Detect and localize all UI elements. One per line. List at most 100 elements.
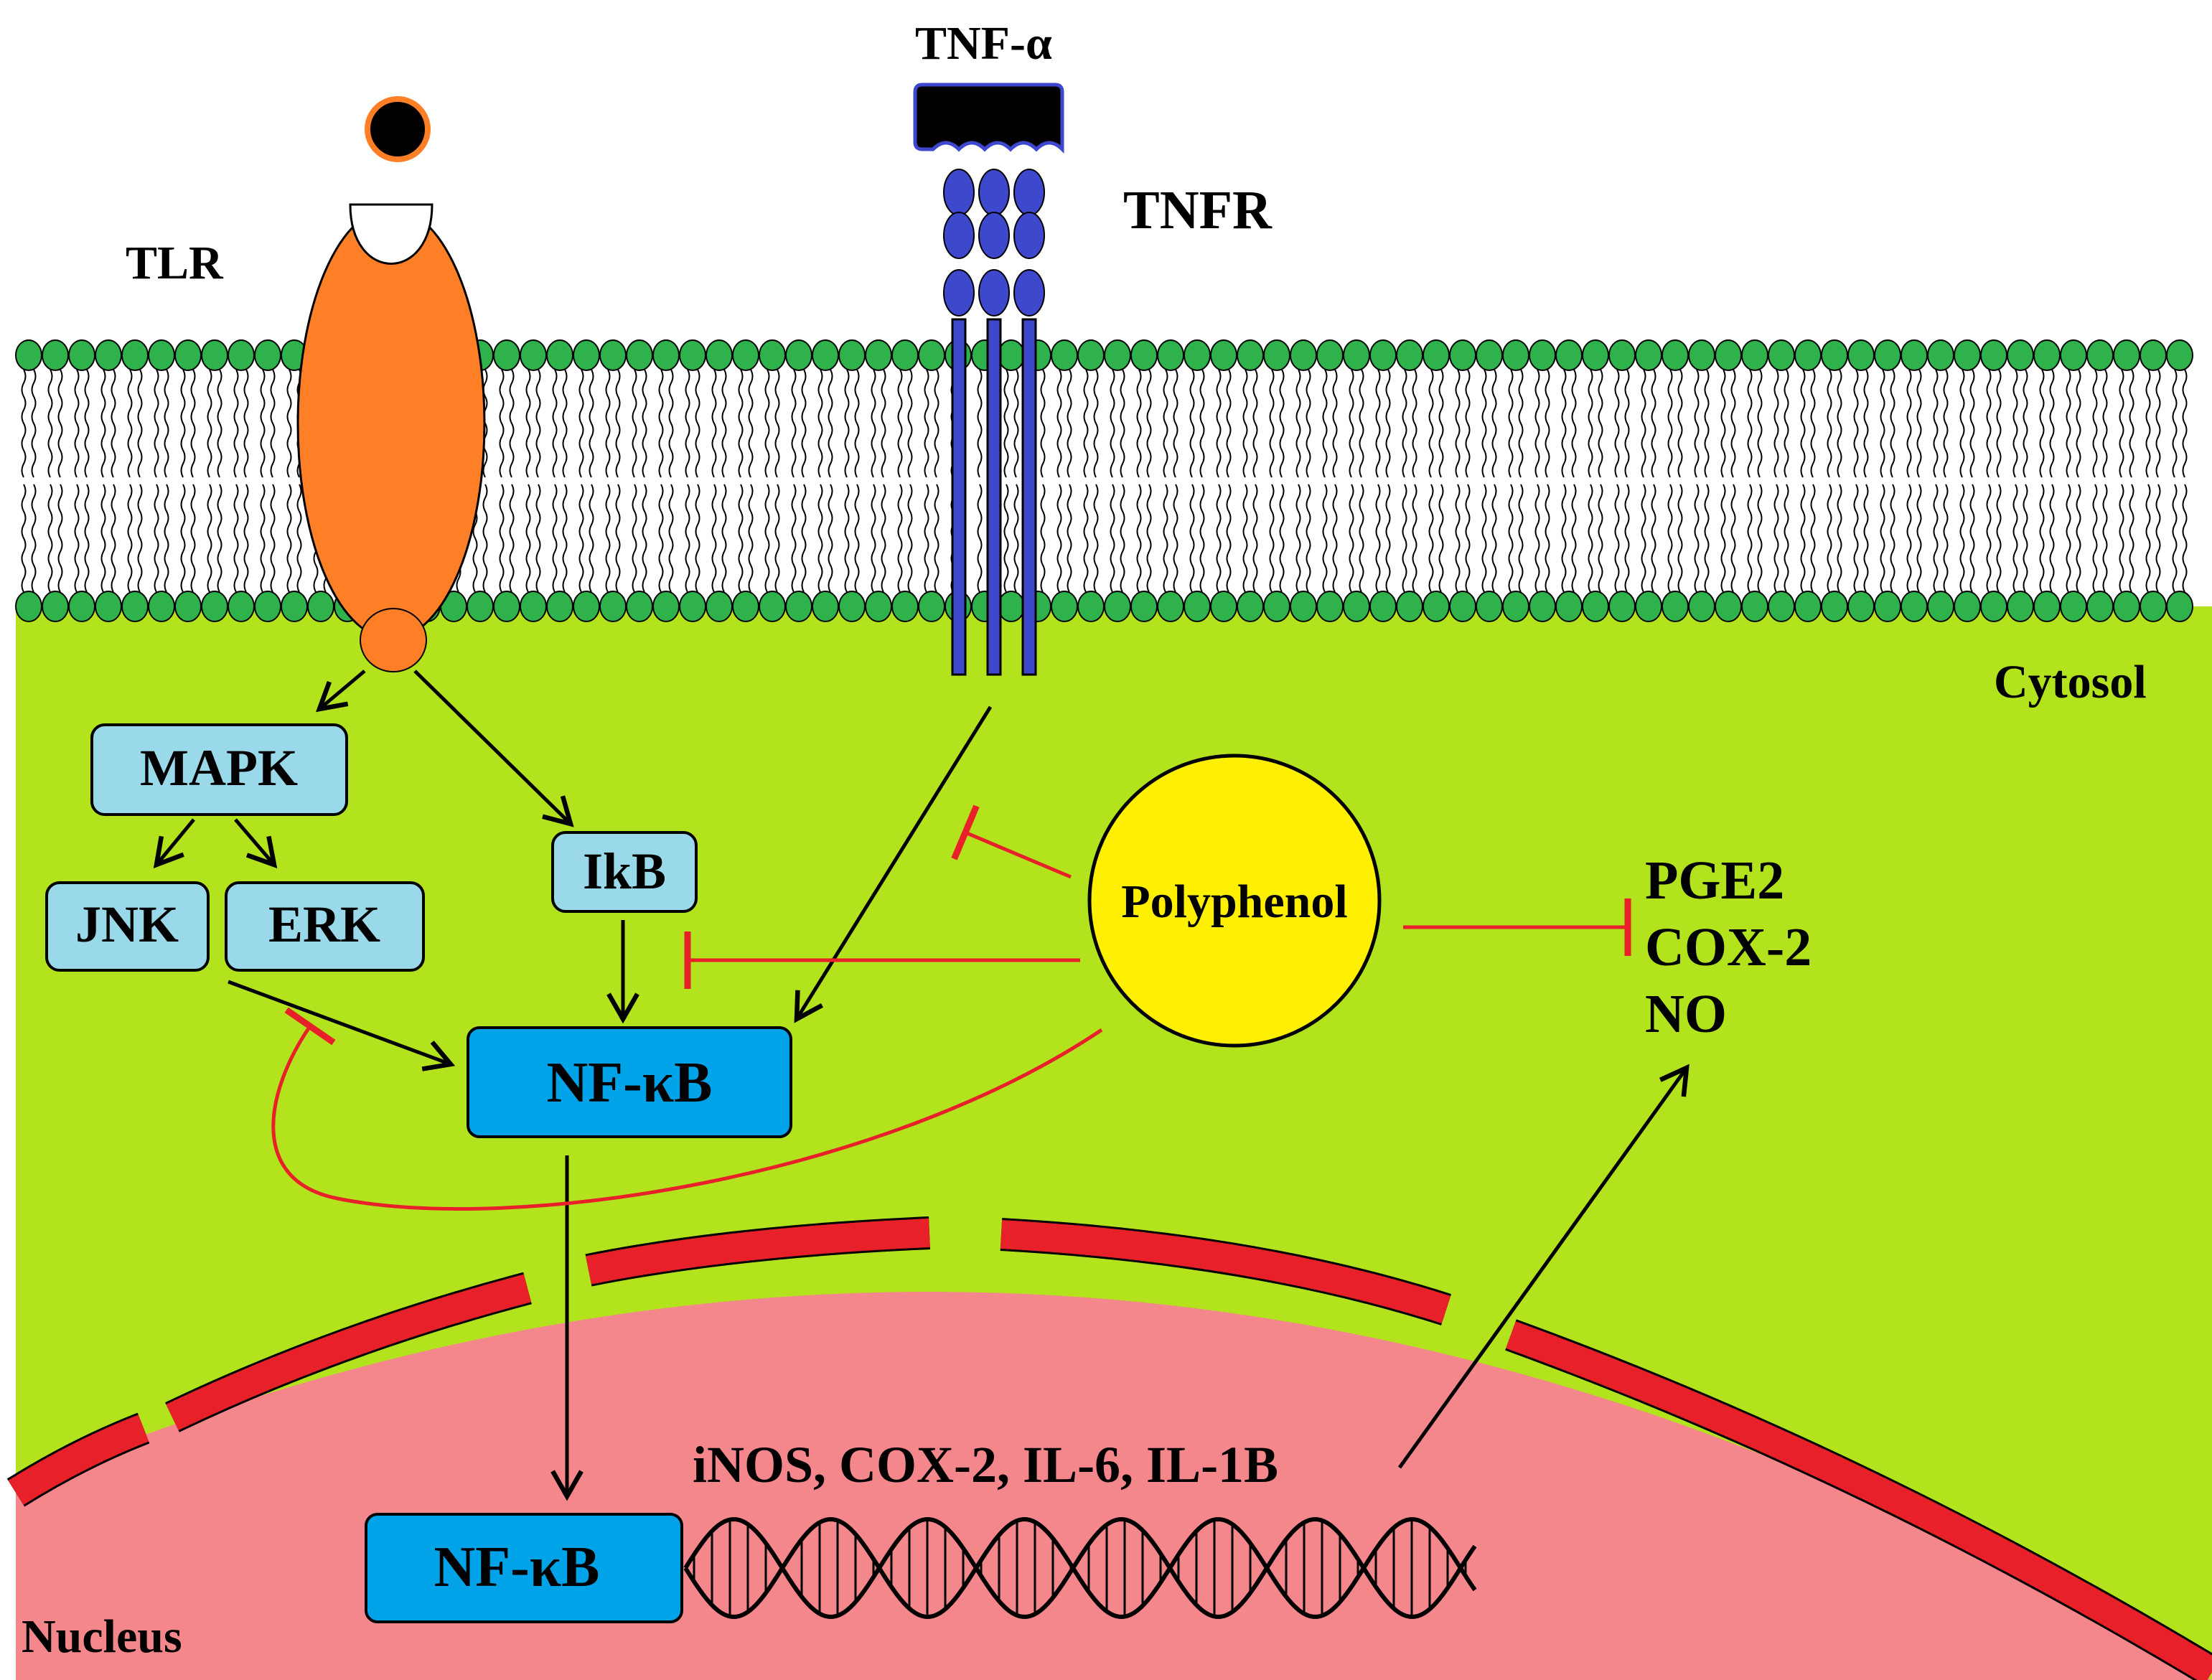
lipid-tail bbox=[1614, 369, 1620, 478]
lipid-head bbox=[1688, 591, 1715, 622]
lipid-tail bbox=[711, 484, 717, 593]
tnfr-chain bbox=[986, 318, 1002, 676]
lipid-tail bbox=[270, 484, 276, 593]
tnfr-chain bbox=[1021, 318, 1037, 676]
lipid-tail bbox=[2182, 369, 2188, 478]
lipid-tail bbox=[1428, 484, 1434, 593]
lipid-tail bbox=[84, 369, 90, 478]
lipid-head bbox=[1290, 339, 1317, 371]
lipid-tail bbox=[1853, 484, 1859, 593]
lipid-tail bbox=[1146, 484, 1152, 593]
lipid-tail bbox=[721, 369, 727, 478]
lipid-tail bbox=[1614, 484, 1620, 593]
lipid-tail bbox=[1412, 484, 1417, 593]
lipid-head bbox=[121, 339, 149, 371]
lipid-head bbox=[2140, 339, 2167, 371]
lipid-head bbox=[918, 339, 945, 371]
lipid-tail bbox=[1986, 369, 1992, 478]
lipid-head bbox=[1343, 591, 1370, 622]
lipid-tail bbox=[924, 484, 929, 593]
lipid-head bbox=[759, 339, 786, 371]
inhibit-mapk-pathway bbox=[271, 1007, 1103, 1211]
lipid-tail bbox=[748, 484, 754, 593]
lipid-head bbox=[2166, 591, 2193, 622]
lipid-tail bbox=[100, 369, 106, 478]
lipid-tail bbox=[1146, 369, 1152, 478]
lipid-head bbox=[1608, 339, 1636, 371]
lipid-tail bbox=[190, 369, 196, 478]
lipid-head bbox=[2086, 339, 2114, 371]
arrow-kinases-to-nfkb bbox=[228, 980, 456, 1071]
lipid-tail bbox=[2012, 484, 2018, 593]
lipid-head bbox=[68, 339, 95, 371]
lipid-tail bbox=[137, 484, 143, 593]
product-cox2: COX-2 bbox=[1645, 917, 1812, 977]
lipid-head bbox=[1874, 591, 1901, 622]
lipid-tail bbox=[801, 484, 807, 593]
lipid-tail bbox=[1067, 484, 1072, 593]
tnfr-domain bbox=[978, 269, 1010, 316]
envelope-segment bbox=[1506, 1321, 2212, 1680]
lipid-tail bbox=[1890, 484, 1895, 593]
lipid-head bbox=[732, 339, 759, 371]
lipid-tail bbox=[658, 484, 664, 593]
lipid-tail bbox=[1694, 484, 1700, 593]
lipid-head bbox=[573, 591, 600, 622]
lipid-tail bbox=[1747, 484, 1753, 593]
lipid-tail bbox=[1518, 369, 1524, 478]
lipid-tail bbox=[2102, 484, 2108, 593]
lipid-tail bbox=[509, 484, 515, 593]
lipid-head bbox=[1688, 339, 1715, 371]
tnf-alpha-shape bbox=[913, 83, 1064, 154]
lipid-tail bbox=[1518, 484, 1524, 593]
lipid-head bbox=[228, 591, 255, 622]
lipid-tail bbox=[2023, 369, 2028, 478]
lipid-tail bbox=[562, 369, 568, 478]
lipid-tail bbox=[1651, 484, 1656, 593]
lipid-tail bbox=[180, 484, 186, 593]
lipid-head bbox=[891, 339, 919, 371]
lipid-head bbox=[1529, 339, 1556, 371]
lipid-head bbox=[1635, 339, 1662, 371]
lipid-tail bbox=[907, 369, 913, 478]
lipid-tail bbox=[738, 369, 744, 478]
lipid-head bbox=[998, 339, 1025, 371]
lipid-tail bbox=[721, 484, 727, 593]
envelope-segment bbox=[586, 1219, 930, 1285]
arrow-tlr-to-ikb bbox=[413, 670, 574, 827]
lipid-tail bbox=[1438, 369, 1444, 478]
lipid-tail bbox=[1110, 484, 1115, 593]
lipid-tail bbox=[1402, 484, 1407, 593]
lipid-tail bbox=[1110, 369, 1115, 478]
lipid-head bbox=[1715, 339, 1742, 371]
lipid-tail bbox=[111, 484, 116, 593]
lipid-head bbox=[1263, 591, 1290, 622]
lipid-head bbox=[1423, 339, 1450, 371]
lipid-tail bbox=[1943, 484, 1949, 593]
lipid-tail bbox=[2049, 484, 2055, 593]
lipid-tail bbox=[2049, 369, 2055, 478]
inflammatory-products: PGE2 COX-2 NO bbox=[1645, 850, 1812, 1044]
lipid-head bbox=[1768, 591, 1795, 622]
lipid-tail bbox=[47, 484, 53, 593]
lipid-tail bbox=[1375, 484, 1381, 593]
lipid-tail bbox=[1598, 484, 1603, 593]
lipid-head bbox=[1343, 339, 1370, 371]
lipid-tail bbox=[2076, 484, 2081, 593]
lipid-tail bbox=[1306, 369, 1311, 478]
lipid-tail bbox=[233, 369, 239, 478]
lipid-tail bbox=[1438, 484, 1444, 593]
lipid-head bbox=[1980, 591, 2007, 622]
lipid-tail bbox=[1598, 369, 1603, 478]
lipid-tail bbox=[1853, 369, 1859, 478]
lipid-tail bbox=[1056, 484, 1062, 593]
lipid-tail bbox=[1773, 484, 1779, 593]
lipid-tail bbox=[605, 484, 611, 593]
lipid-head bbox=[626, 591, 653, 622]
lipid-tail bbox=[1810, 484, 1816, 593]
lipid-head bbox=[1396, 591, 1423, 622]
lipid-head bbox=[1077, 339, 1105, 371]
lipid-head bbox=[1954, 591, 1981, 622]
lipid-tail bbox=[1784, 484, 1789, 593]
lipid-head bbox=[2086, 591, 2114, 622]
